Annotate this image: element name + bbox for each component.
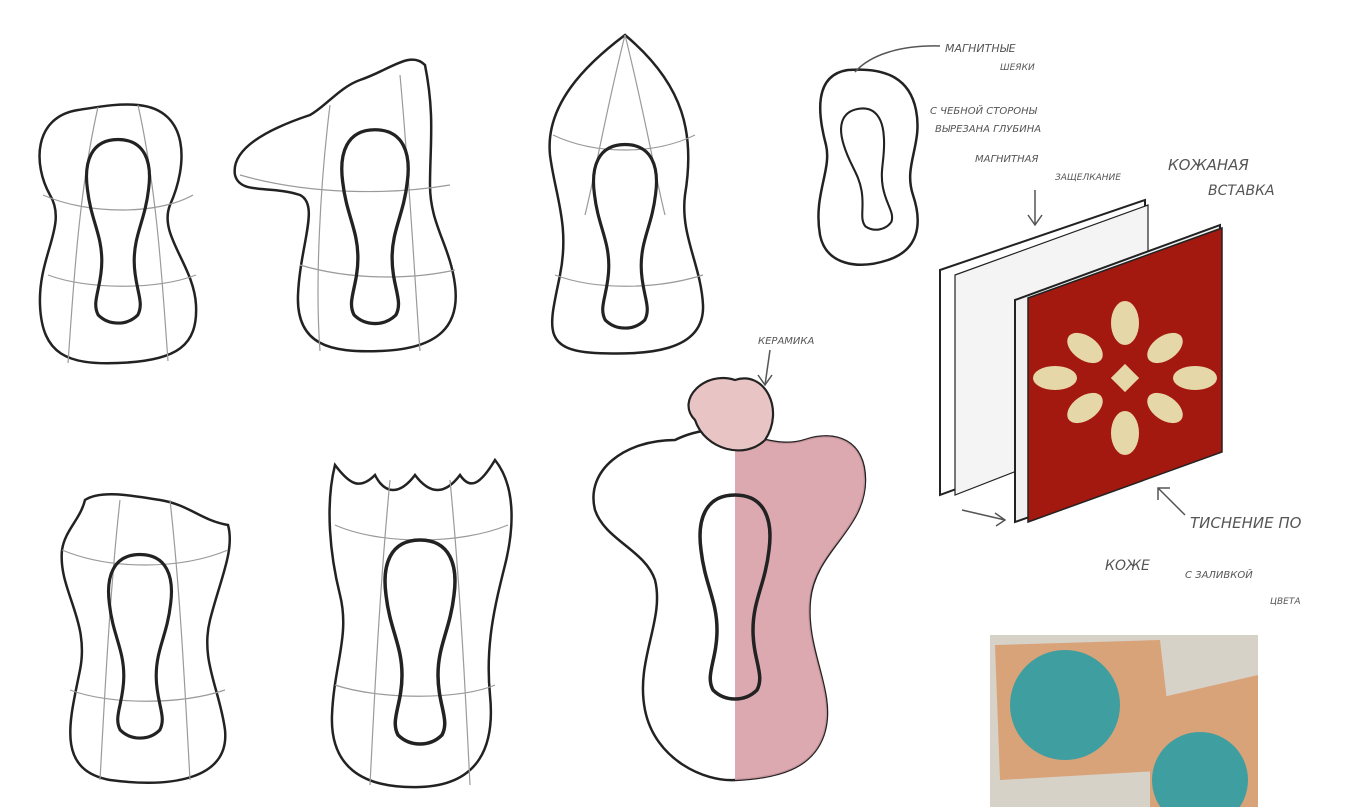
arrow-left-panel <box>962 510 1005 526</box>
pendant-sketch-3 <box>550 35 703 353</box>
arrow-magnet-top <box>855 46 940 72</box>
label-ceramic: КЕРАМИКА <box>758 336 814 347</box>
arrow-ceramic <box>758 350 772 385</box>
leather-insert-illustration <box>940 200 1222 522</box>
pendant-sketch-2 <box>235 60 456 352</box>
arrow-embossing <box>1158 488 1185 515</box>
pendant-sketch-ceramic <box>593 378 865 780</box>
pendant-sketch-5 <box>62 494 230 782</box>
label-leather-2: ВСТАВКА <box>1208 183 1275 199</box>
label-embossing-2: КОЖЕ <box>1105 558 1150 574</box>
pendant-sketch-small <box>818 70 917 265</box>
label-magnet-mid: МАГНИТНАЯ <box>975 154 1039 165</box>
label-embossing: ТИСНЕНИЕ ПО <box>1190 514 1302 532</box>
label-magnet-top-2: ШЕЯКИ <box>1000 63 1035 73</box>
label-leather-1: КОЖАНАЯ <box>1168 156 1249 174</box>
arrow-magnet-mid <box>1028 190 1042 225</box>
pendant-sketch-1 <box>40 104 197 363</box>
label-embossing-3: С ЗАЛИВКОЙ <box>1185 568 1253 581</box>
label-magnet-top: МАГНИТНЫЕ <box>945 42 1016 55</box>
leather-wallet-photo <box>990 635 1258 807</box>
label-embossing-4: ЦВЕТА <box>1270 597 1301 607</box>
label-clip-1: С ЧЕБНОЙ СТОРОНЫ <box>930 104 1038 117</box>
pendant-sketch-6 <box>330 460 512 787</box>
label-magnet-mid-2: ЗАЩЕЛКАНИЕ <box>1055 173 1121 183</box>
label-clip-2: ВЫРЕЗАНА ГЛУБИНА <box>935 124 1041 135</box>
